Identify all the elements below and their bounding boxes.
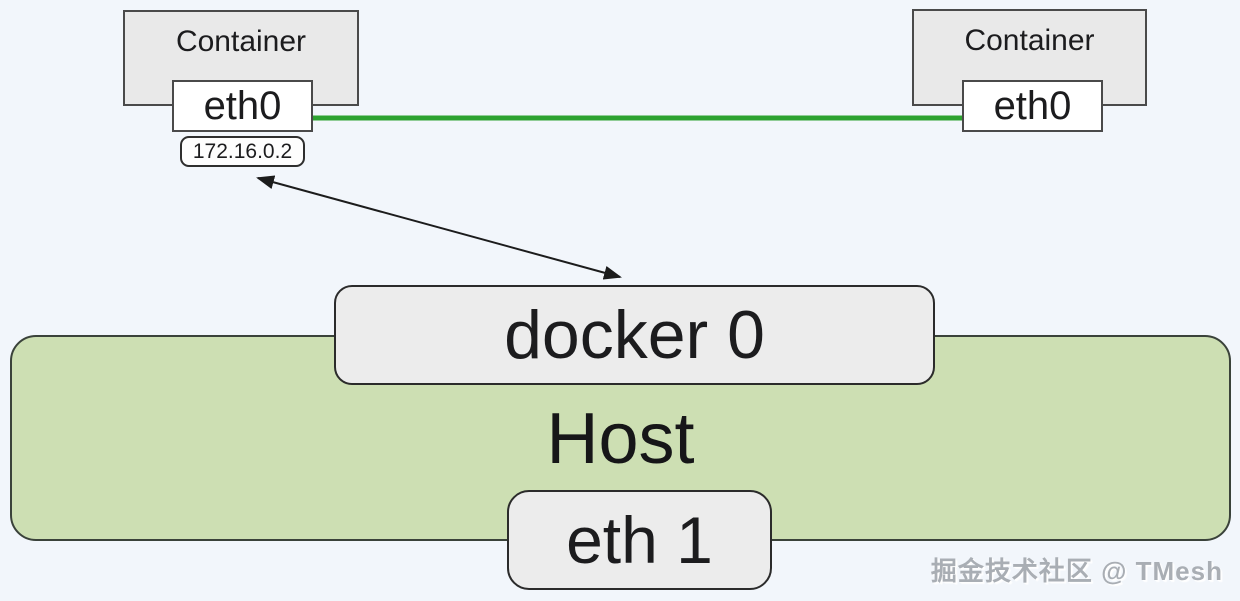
container-left-ip-label: 172.16.0.2: [192, 139, 293, 163]
container-left-eth0-label: eth0: [203, 83, 282, 128]
container-left-eth0-node: eth0: [172, 80, 313, 132]
host-eth1-node: eth 1: [507, 490, 772, 590]
docker0-bridge-node: docker 0: [334, 285, 935, 385]
docker0-bridge-label: docker 0: [504, 297, 765, 373]
host-label: Host: [546, 399, 695, 479]
container-left-label: Container: [175, 25, 307, 58]
container-node-left: Container: [123, 10, 359, 106]
host-eth1-label: eth 1: [566, 503, 713, 577]
container-right-label: Container: [964, 24, 1095, 57]
watermark-text: 掘金技术社区 @ TMesh: [930, 556, 1223, 586]
container-left-ip-node: 172.16.0.2: [180, 136, 305, 167]
double-arrow-icon: [256, 175, 622, 280]
container-right-eth0-label: eth0: [993, 83, 1072, 128]
container-right-eth0-node: eth0: [962, 80, 1103, 132]
